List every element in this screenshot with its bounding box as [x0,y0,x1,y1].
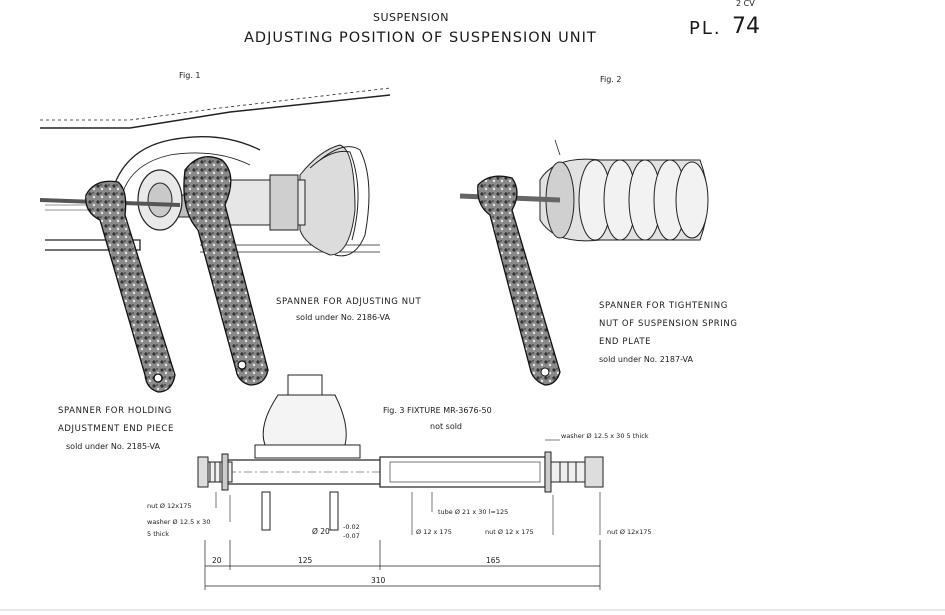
plate-number: 74 [732,14,760,39]
fig2-label: Fig. 2 [600,75,622,84]
holding-caption-1: SPANNER FOR HOLDING [58,406,172,416]
page-title: ADJUSTING POSITION OF SUSPENSION UNIT [244,30,597,46]
washer-left-note: washer Ø 12.5 x 30 [147,518,211,526]
holding-caption-2: ADJUSTMENT END PIECE [58,424,174,434]
dimension-20: 20 [212,556,222,565]
fig1-label: Fig. 1 [179,71,201,80]
adjusting-nut-part-no: sold under No. 2186-VA [296,313,390,322]
adjusting-nut-spanner [183,156,269,386]
dimension-125: 125 [298,556,313,565]
fig3-note: not sold [430,422,463,431]
tightening-caption-2: NUT OF SUSPENSION SPRING [599,319,738,329]
rod-tol-upper: -0.02 [343,523,360,531]
rod-tol-lower: -0.07 [343,532,360,540]
rod-diameter: Ø 20 [312,527,330,536]
dimension-310: 310 [371,576,386,585]
plate-prefix: PL. [689,18,722,39]
fig3-label: Fig. 3 FIXTURE MR-3676-50 [383,406,492,415]
holding-part-no: sold under No. 2185-VA [66,442,160,451]
tightening-part-no: sold under No. 2187-VA [599,355,693,364]
nut-right-note: nut Ø 12x175 [607,528,652,536]
model-label: 2 CV [736,0,755,8]
washer-left-thick: 5 thick [147,530,170,538]
holding-spanner [85,180,176,393]
dimension-165: 165 [486,556,501,565]
fig2-illustration [459,139,709,386]
fig3-fixture [197,374,604,590]
adjusting-nut-caption: SPANNER FOR ADJUSTING NUT [276,297,422,307]
nut-mid-note: nut Ø 12 x 175 [485,528,534,536]
tube-note: tube Ø 21 x 30 l=125 [438,508,509,516]
section-label: SUSPENSION [373,11,449,24]
tightening-caption-1: SPANNER FOR TIGHTENING [599,301,728,311]
nut-left-note: nut Ø 12x175 [147,502,192,510]
washer-right-note: washer Ø 12.5 x 30 5 thick [561,432,649,440]
tightening-caption-3: END PLATE [599,337,652,347]
thread-left-note: Ø 12 x 175 [416,528,452,536]
